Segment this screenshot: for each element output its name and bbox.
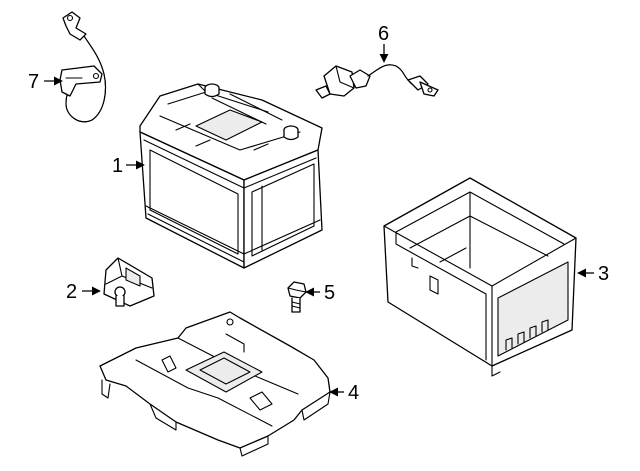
callout-5: 5 <box>305 282 335 304</box>
callout-7: 7 <box>28 71 63 93</box>
battery-terminal-negative <box>204 83 220 98</box>
battery <box>139 83 323 269</box>
callout-label: 7 <box>28 71 39 93</box>
bolt <box>287 281 307 313</box>
callout-6: 6 <box>378 23 389 63</box>
battery-box <box>383 177 577 377</box>
callout-2: 2 <box>66 281 101 303</box>
callout-4: 4 <box>329 382 359 404</box>
callout-3: 3 <box>577 263 609 285</box>
callout-label: 3 <box>598 263 609 285</box>
hold-down-bracket <box>103 257 155 307</box>
callout-label: 5 <box>324 282 335 304</box>
ground-cable <box>59 11 107 123</box>
sensor-cable <box>315 64 439 99</box>
battery-terminal-positive <box>283 125 299 141</box>
callout-label: 4 <box>348 382 359 404</box>
callout-label: 1 <box>112 155 123 177</box>
callout-label: 2 <box>66 281 77 303</box>
callout-1: 1 <box>112 155 145 177</box>
battery-tray <box>99 311 331 457</box>
callout-label: 6 <box>378 23 389 45</box>
